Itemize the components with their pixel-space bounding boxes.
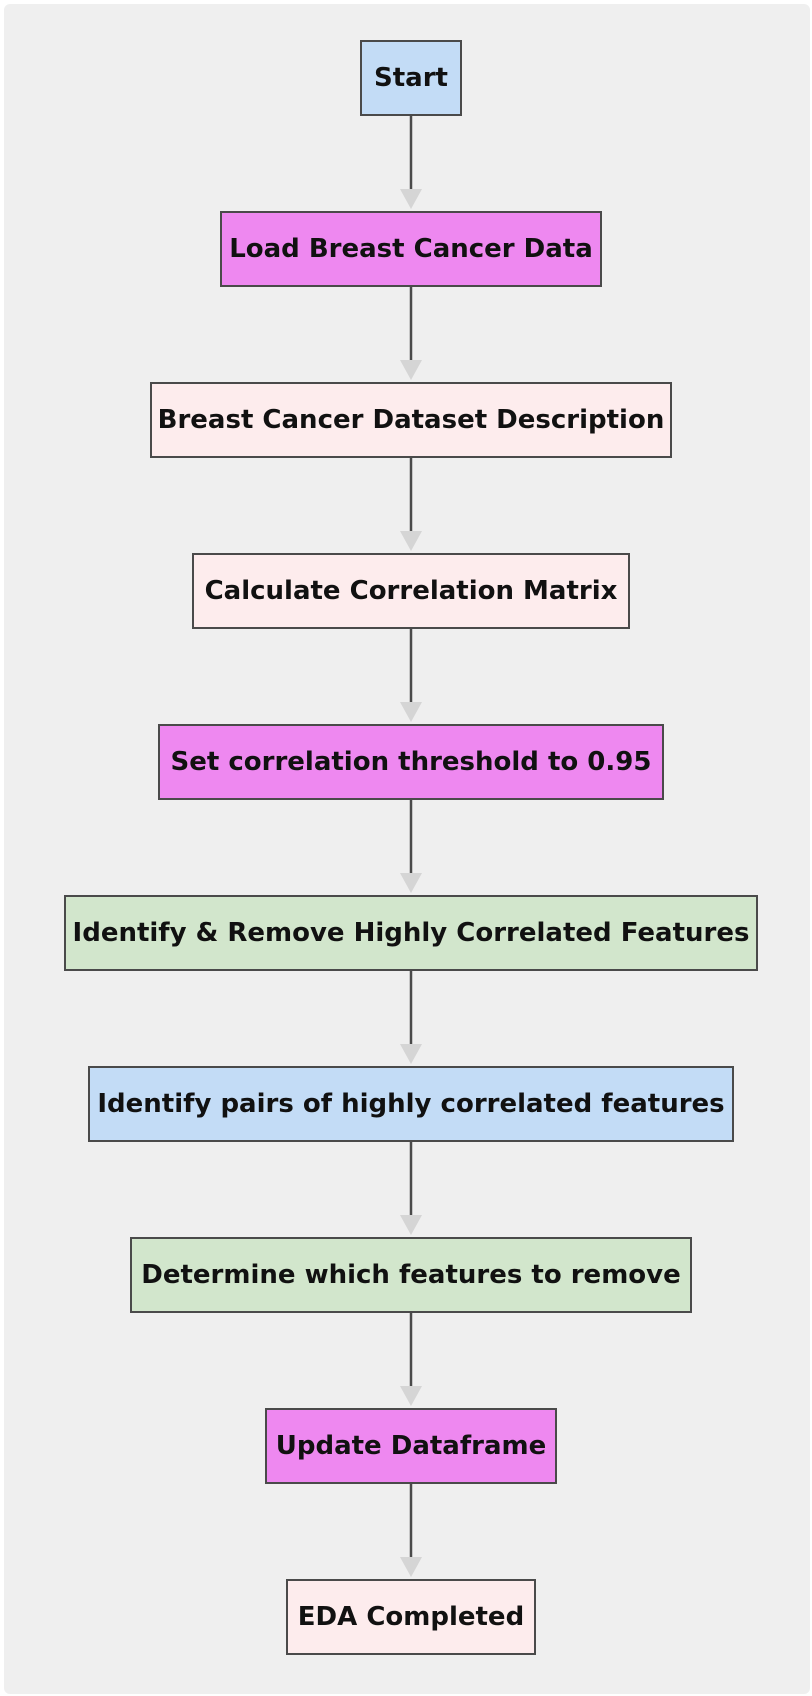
node-eda-completed: EDA Completed (286, 1579, 536, 1655)
node-dataset-description: Breast Cancer Dataset Description (150, 382, 672, 458)
connector-layer (400, 116, 422, 1577)
node-load-data-label: Load Breast Cancer Data (229, 234, 593, 264)
node-update-dataframe: Update Dataframe (265, 1408, 557, 1484)
arrow-head (400, 1386, 422, 1406)
node-correlation-matrix-label: Calculate Correlation Matrix (204, 576, 618, 606)
arrow-head (400, 702, 422, 722)
node-determine-remove: Determine which features to remove (130, 1237, 692, 1313)
node-start: Start (360, 40, 462, 116)
arrow-head (400, 1215, 422, 1235)
node-dataset-description-label: Breast Cancer Dataset Description (157, 405, 665, 435)
arrow-head (400, 189, 422, 209)
node-correlation-matrix: Calculate Correlation Matrix (192, 553, 630, 629)
node-set-threshold: Set correlation threshold to 0.95 (158, 724, 664, 800)
node-determine-remove-label: Determine which features to remove (141, 1260, 681, 1290)
node-load-data: Load Breast Cancer Data (220, 211, 602, 287)
node-eda-completed-label: EDA Completed (297, 1602, 525, 1632)
node-update-dataframe-label: Update Dataframe (275, 1431, 547, 1461)
node-identify-remove: Identify & Remove Highly Correlated Feat… (64, 895, 758, 971)
arrow-head (400, 1044, 422, 1064)
arrow-head (400, 873, 422, 893)
arrow-head (400, 531, 422, 551)
node-identify-pairs-label: Identify pairs of highly correlated feat… (97, 1089, 725, 1119)
node-identify-pairs: Identify pairs of highly correlated feat… (88, 1066, 734, 1142)
node-start-label: Start (374, 63, 448, 93)
arrow-head (400, 1557, 422, 1577)
node-identify-remove-label: Identify & Remove Highly Correlated Feat… (72, 918, 750, 948)
arrow-head (400, 360, 422, 380)
diagram-canvas: Start Load Breast Cancer Data Breast Can… (4, 4, 810, 1694)
node-set-threshold-label: Set correlation threshold to 0.95 (170, 747, 652, 777)
